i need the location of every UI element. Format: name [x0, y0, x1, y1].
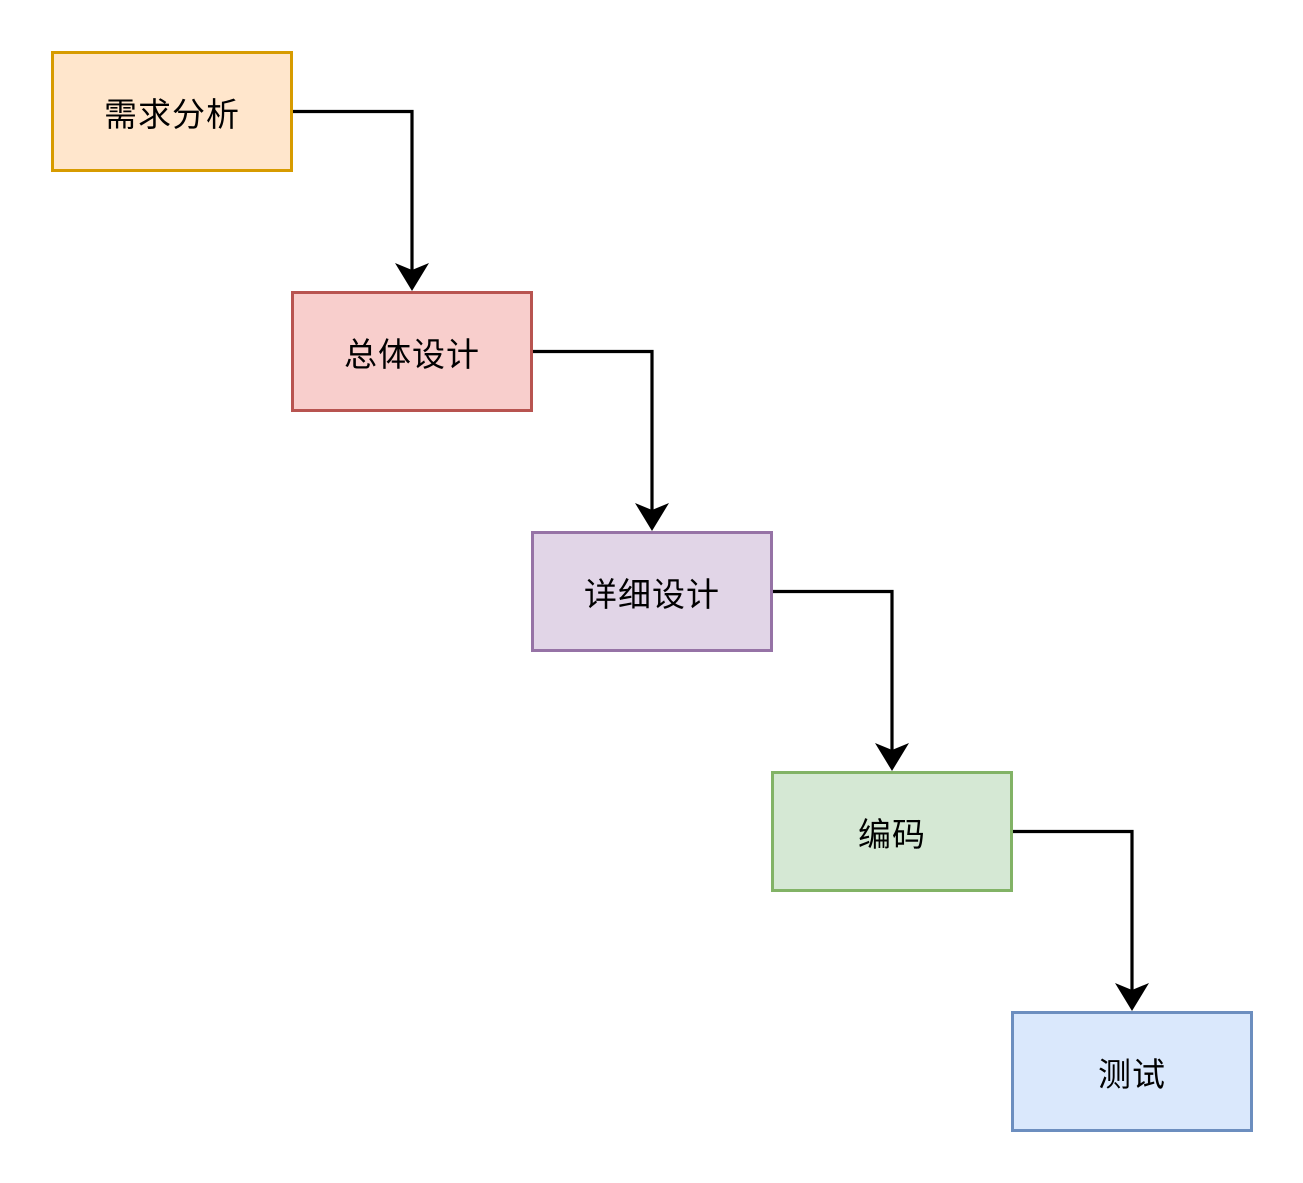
node-detailed-design-label: 详细设计: [584, 574, 720, 614]
node-coding[interactable]: 编码: [771, 771, 1013, 892]
node-testing-label: 测试: [1098, 1054, 1166, 1094]
node-coding-label: 编码: [858, 814, 926, 854]
node-testing[interactable]: 测试: [1011, 1011, 1253, 1132]
node-requirements-analysis[interactable]: 需求分析: [51, 51, 293, 172]
node-overall-design-label: 总体设计: [344, 334, 480, 374]
node-requirements-analysis-label: 需求分析: [104, 94, 240, 134]
node-overall-design[interactable]: 总体设计: [291, 291, 533, 412]
node-detailed-design[interactable]: 详细设计: [531, 531, 773, 652]
